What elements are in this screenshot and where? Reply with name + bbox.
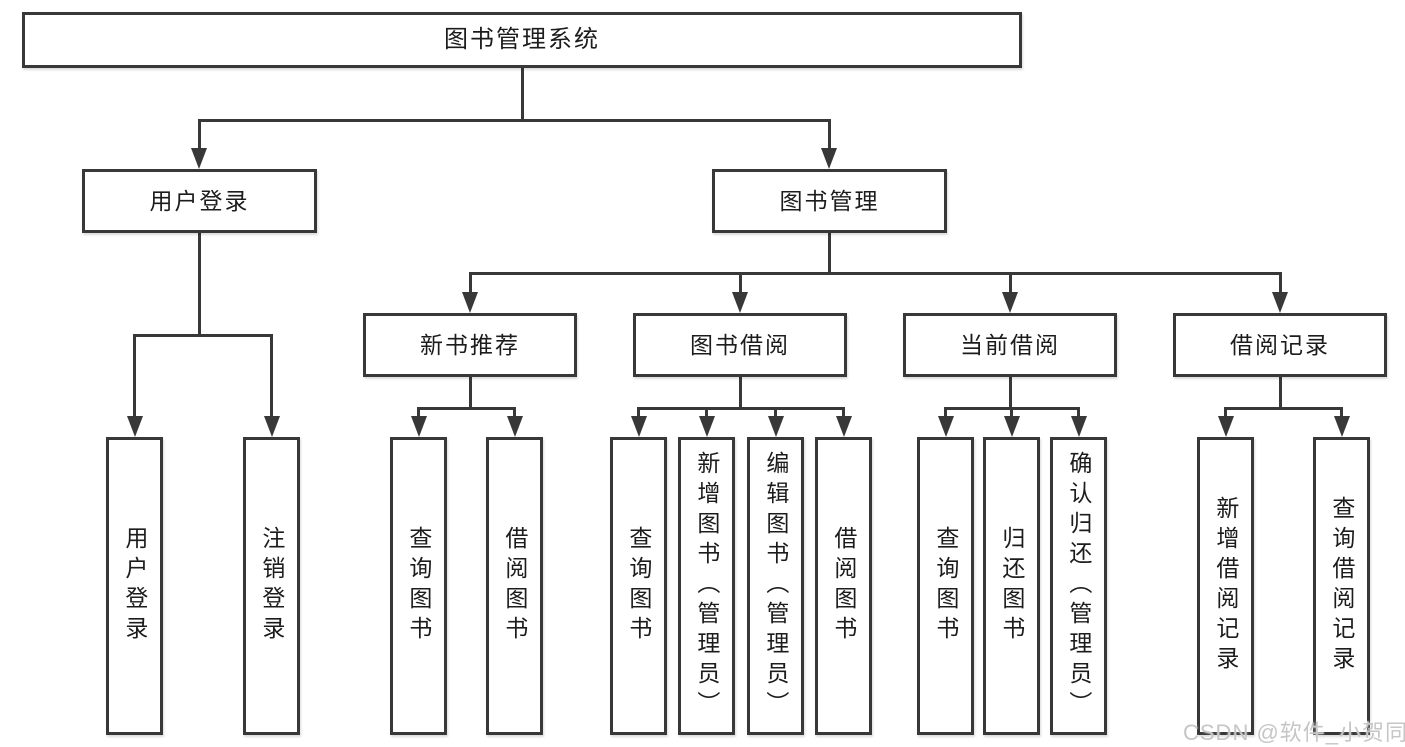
connector-stem [133,335,136,419]
connector-stem [827,120,831,151]
arrowhead-down-icon [126,416,143,437]
node-query-books-recommend: 查询图书 [390,437,447,735]
connector-stem [468,273,472,295]
node-label: 图书借阅 [690,331,790,358]
node-library-management-system: 图书管理系统 [22,12,1022,68]
node-label: 借阅记录 [1230,331,1330,358]
connector-stem [197,120,201,151]
node-query-books-current: 查询图书 [917,437,974,735]
connector-stem [417,408,420,419]
arrowhead-down-icon [1070,416,1087,437]
connector-stem [513,408,516,419]
connector-stem [270,335,273,419]
arrowhead-down-icon [1333,416,1350,437]
node-book-management: 图书管理 [712,169,947,233]
node-borrow-books: 借阅图书 [815,437,872,735]
connector-bar [197,118,831,122]
node-label: 新书推荐 [420,331,520,358]
connector-stub [197,233,201,337]
node-query-books-borrow: 查询图书 [610,437,667,735]
arrowhead-down-icon [835,416,852,437]
connector-bar [1224,406,1343,410]
node-label: 用户登录 [149,187,250,214]
connector-stem [774,408,777,419]
connector-bar [637,406,845,410]
node-label: 编辑图书（管理员） [762,451,789,721]
arrowhead-down-icon [410,416,427,437]
connector-stub [1008,377,1012,410]
watermark: CSDN @软件_小贺同学 [1183,720,1405,745]
connector-stub [1278,377,1282,410]
connector-stem [944,408,947,419]
arrowhead-down-icon [462,292,478,313]
node-logout: 注销登录 [243,437,300,735]
node-borrowing-records: 借阅记录 [1173,313,1387,377]
node-add-borrow-record: 新增借阅记录 [1197,437,1254,735]
node-query-borrow-record: 查询借阅记录 [1313,437,1370,735]
node-book-borrowing: 图书借阅 [633,313,847,377]
node-label: 用户登录 [121,526,148,646]
connector-stem [1224,408,1227,419]
node-label: 新增图书（管理员） [693,451,720,721]
node-add-book-admin: 新增图书（管理员） [678,437,735,735]
connector-stem [842,408,845,419]
node-label: 图书管理 [779,187,880,214]
connector-bar [133,333,273,337]
arrowhead-down-icon [732,292,748,313]
arrowhead-down-icon [1002,292,1018,313]
node-return-books: 归还图书 [983,437,1040,735]
node-label: 查询借阅记录 [1328,496,1355,676]
node-label: 归还图书 [998,526,1025,646]
connector-bar [468,271,1282,275]
connector-stem [1340,408,1343,419]
arrowhead-down-icon [1272,292,1288,313]
connector-stub [468,377,472,410]
connector-stem [637,408,640,419]
node-user-login: 用户登录 [82,169,317,233]
arrowhead-down-icon [191,148,207,169]
node-edit-book-admin: 编辑图书（管理员） [747,437,804,735]
arrowhead-down-icon [698,416,715,437]
node-current-borrowing: 当前借阅 [903,313,1117,377]
arrowhead-down-icon [821,148,837,169]
node-label: 注销登录 [258,526,285,646]
connector-stem [1008,273,1012,295]
node-user-login-action: 用户登录 [106,437,163,735]
arrowhead-down-icon [630,416,647,437]
node-label: 图书管理系统 [444,26,600,53]
node-label: 新增借阅记录 [1212,496,1239,676]
node-label: 查询图书 [405,526,432,646]
arrowhead-down-icon [937,416,954,437]
node-label: 查询图书 [932,526,959,646]
node-label: 当前借阅 [960,331,1060,358]
connector-bar [417,406,516,410]
node-label: 借阅图书 [501,526,528,646]
node-label: 查询图书 [625,526,652,646]
connector-stem [1077,408,1080,419]
node-new-book-recommendation: 新书推荐 [363,313,577,377]
arrowhead-down-icon [263,416,280,437]
connector-stub [738,377,742,410]
connector-stub [520,68,524,122]
node-confirm-return-admin: 确认归还（管理员） [1050,437,1107,735]
node-borrow-books-recommend: 借阅图书 [486,437,543,735]
connector-stem [1278,273,1282,295]
node-label: 借阅图书 [830,526,857,646]
connector-stem [738,273,742,295]
arrowhead-down-icon [1003,416,1020,437]
connector-stem [1010,408,1013,419]
node-label: 确认归还（管理员） [1065,451,1092,721]
connector-stub [827,233,831,275]
arrowhead-down-icon [506,416,523,437]
arrowhead-down-icon [1217,416,1234,437]
connector-stem [705,408,708,419]
arrowhead-down-icon [767,416,784,437]
